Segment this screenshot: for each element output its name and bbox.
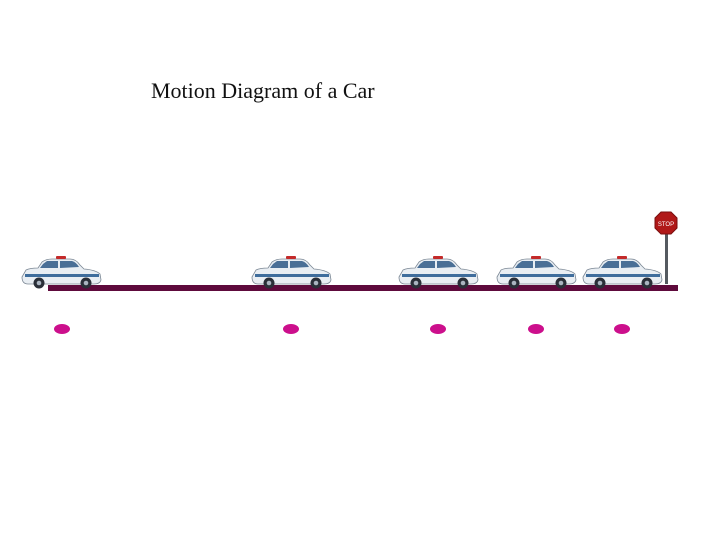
position-dot [54, 324, 70, 334]
police-car-icon [399, 256, 478, 289]
position-dot [283, 324, 299, 334]
police-car-icon [252, 256, 331, 289]
position-dot [614, 324, 630, 334]
road-line [48, 285, 678, 291]
police-car-icon [583, 256, 662, 289]
police-car-icon [497, 256, 576, 289]
position-dot [430, 324, 446, 334]
position-dot [528, 324, 544, 334]
police-car-icon [22, 256, 101, 289]
stop-sign-text: STOP [658, 222, 674, 228]
